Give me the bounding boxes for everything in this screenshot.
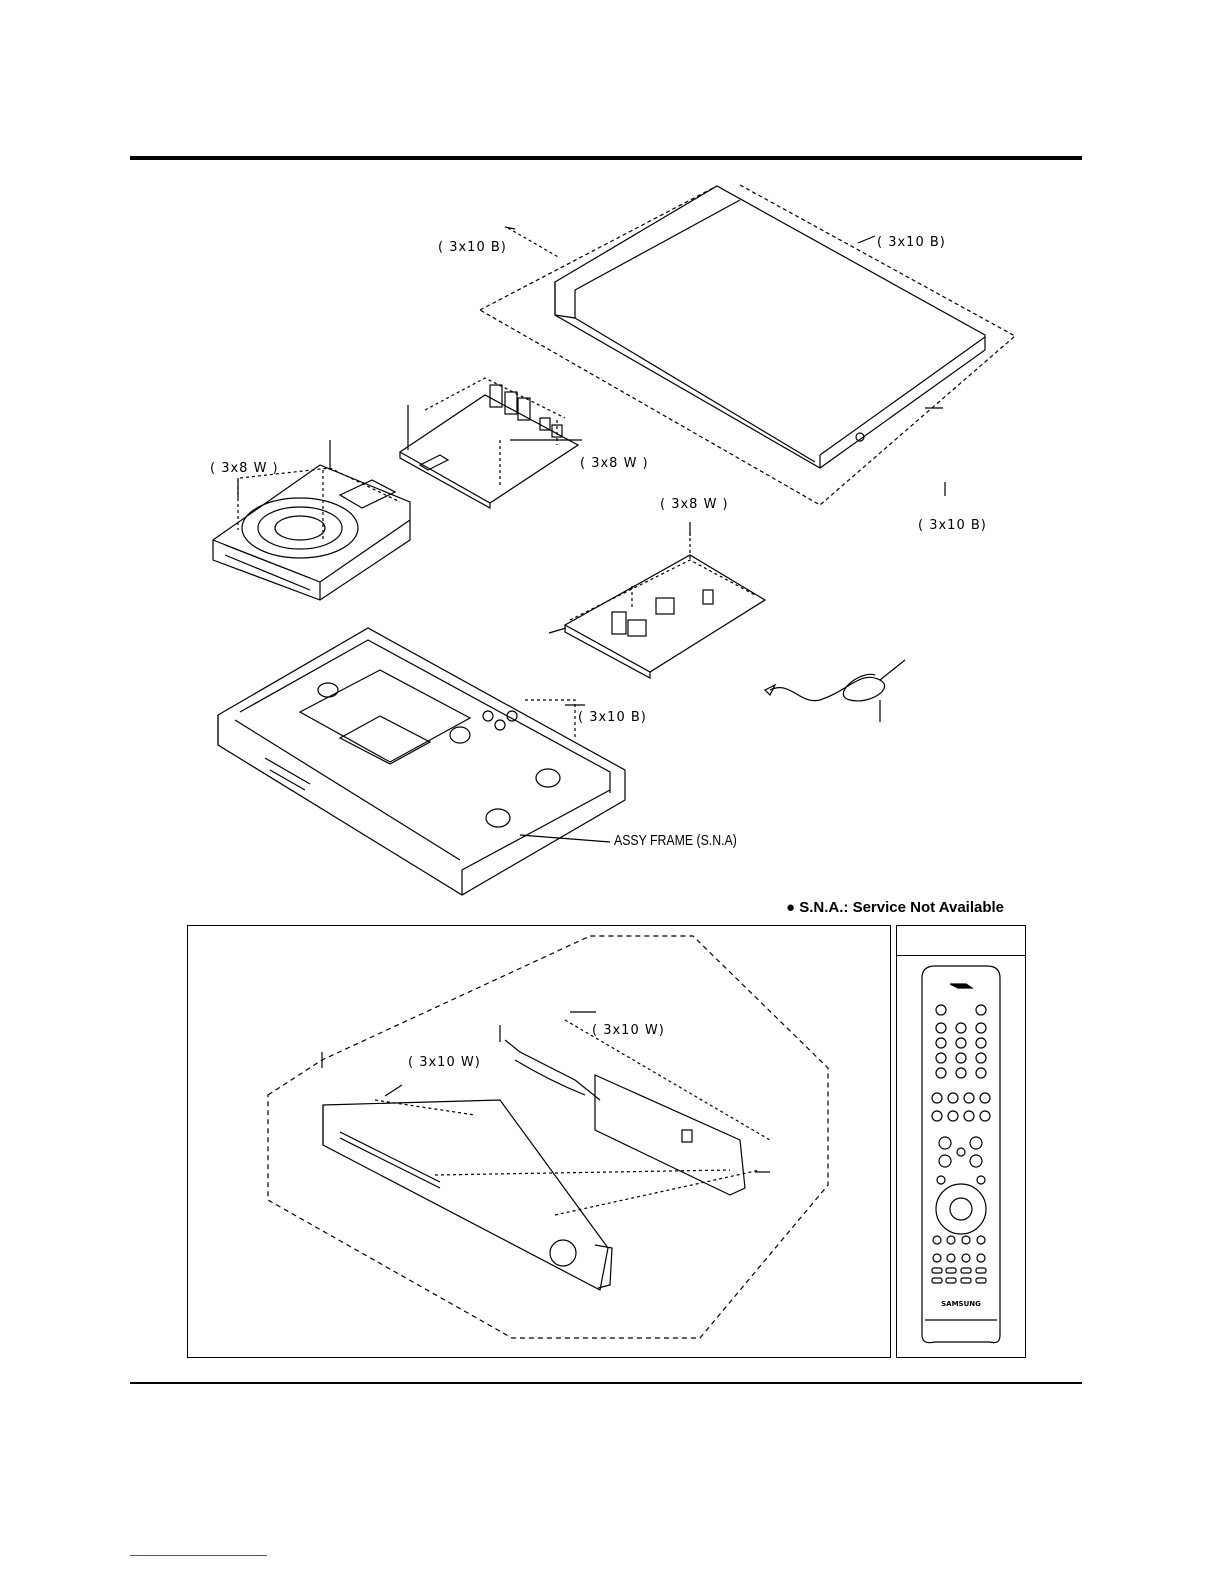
legend-text: S.N.A.: Service Not Available — [799, 899, 1004, 916]
screw-label-cover-top-right: ( 3x10 B) — [877, 235, 946, 250]
assy-frame-label: ASSY FRAME (S.N.A) — [614, 832, 737, 849]
screw-label-deck: ( 3x8 W ) — [210, 461, 279, 476]
screw-label-front-right: ( 3x10 W) — [592, 1023, 665, 1038]
cover-screws — [505, 227, 945, 496]
sna-legend: ● S.N.A.: Service Not Available — [786, 899, 1004, 916]
remote-brand-text: SAMSUNG — [941, 1300, 981, 1308]
screw-label-power-board: ( 3x8 W ) — [660, 497, 729, 512]
screw-label-main-board: ( 3x8 W ) — [580, 456, 649, 471]
power-cord — [765, 660, 905, 722]
screw-label-cover-bottom-right: ( 3x10 B) — [918, 518, 987, 533]
screw-label-cover-left: ( 3x10 B) — [438, 240, 507, 255]
screw-label-frame-rear: ( 3x10 B) — [578, 710, 647, 725]
legend-bullet: ● — [786, 899, 795, 916]
main-board — [400, 378, 582, 508]
screw-label-front-left: ( 3x10 W) — [408, 1055, 481, 1070]
chassis-frame — [218, 628, 625, 895]
front-panel-assembly — [268, 936, 828, 1338]
power-board — [549, 522, 765, 678]
remote-control — [922, 966, 1000, 1343]
